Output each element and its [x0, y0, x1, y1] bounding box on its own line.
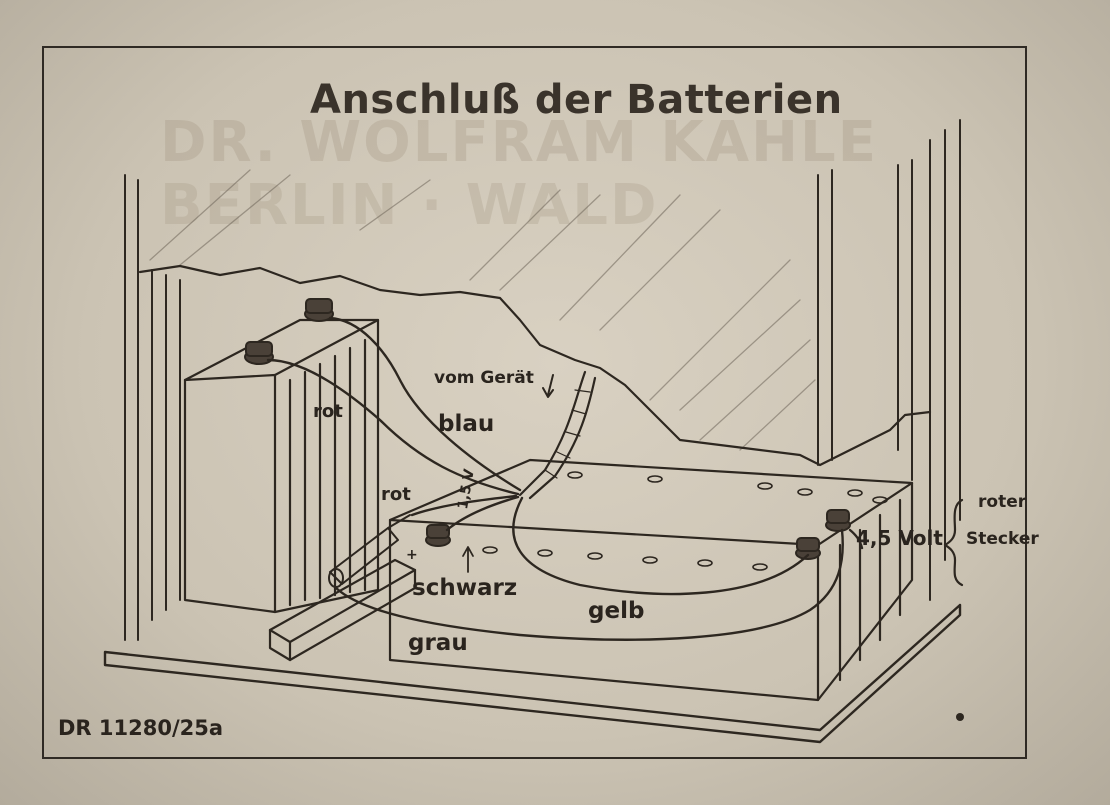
watermark-line-1: DR. WOLFRAM KAHLE	[160, 110, 878, 175]
right-wall	[817, 119, 961, 601]
label-rot-upper: rot	[313, 401, 343, 422]
label-schwarz: schwarz	[412, 575, 518, 601]
torn-cover-edge	[138, 264, 932, 467]
cell-battery	[183, 318, 380, 614]
fuse-plug	[328, 514, 411, 588]
border-frame	[42, 46, 1027, 759]
direction-arrow	[542, 374, 554, 398]
document-code: DR 11280/25a	[58, 716, 224, 740]
label-blau: blau	[438, 411, 495, 437]
brace	[943, 498, 964, 587]
pointer-arrow	[462, 546, 474, 573]
diagram-title: Anschluß der Batterien	[310, 77, 843, 123]
battery-vent-holes	[482, 471, 888, 571]
label-gelb: gelb	[588, 598, 645, 624]
label-vom-geraet: vom Gerät	[434, 368, 534, 388]
background-hatching	[149, 169, 816, 451]
label-grau: grau	[408, 630, 468, 656]
cell-terminals	[244, 298, 334, 365]
wires	[266, 316, 864, 641]
base-board	[103, 603, 962, 744]
watermark-line-2: BERLIN · WALD	[160, 173, 659, 238]
label-4-5-volt: 4,5 Volt	[856, 526, 943, 550]
ink-speck	[956, 713, 964, 721]
flat-battery-terminals	[425, 509, 851, 560]
label-plus: +	[406, 547, 418, 563]
label-stecker: Stecker	[966, 529, 1039, 549]
wooden-block	[268, 558, 417, 662]
cable-bundle	[518, 370, 587, 497]
label-roter: roter	[978, 492, 1027, 512]
label-rot-lower: rot	[381, 484, 411, 505]
left-wall	[124, 174, 181, 641]
